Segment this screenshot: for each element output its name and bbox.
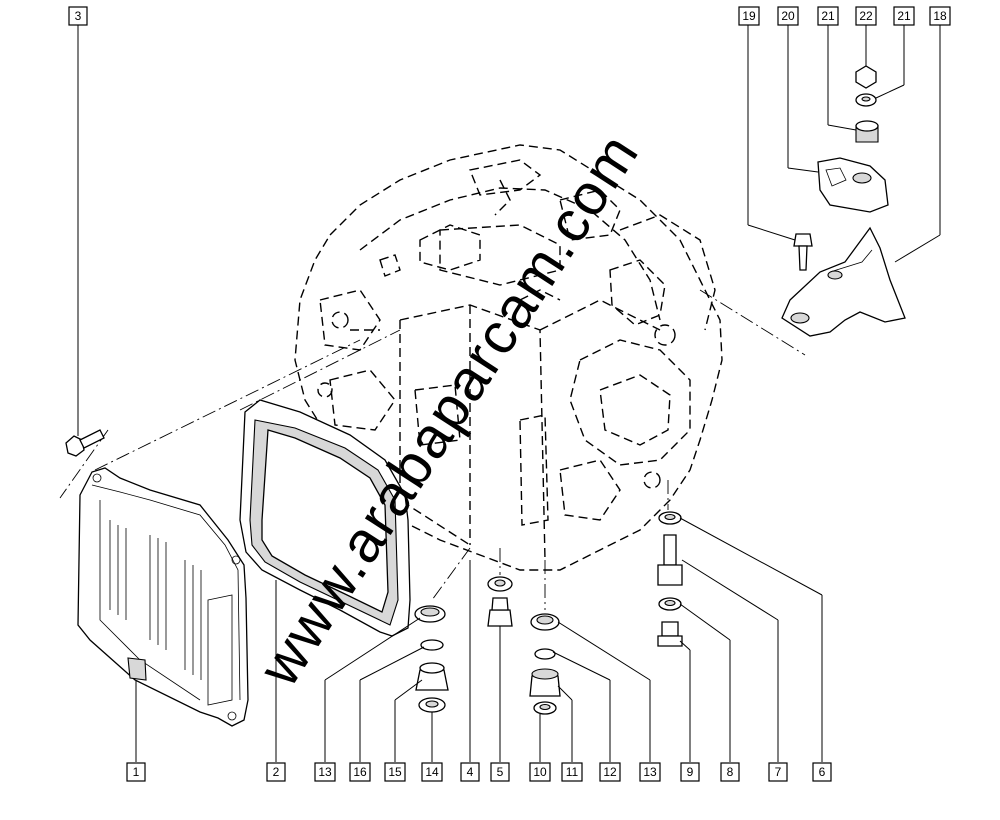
callout-13b: 13 — [639, 762, 661, 782]
callout-4-text: 4 — [467, 765, 474, 779]
callout-18-text: 19 — [742, 9, 756, 23]
callout-3-text: 3 — [75, 9, 82, 23]
callout-21: 21 — [893, 6, 915, 26]
callout-12-text: 12 — [603, 765, 617, 779]
callout-19-text: 20 — [781, 9, 795, 23]
part-washer-21 — [855, 93, 877, 107]
callout-9-text: 9 — [687, 765, 694, 779]
callout-11-text: 11 — [566, 765, 579, 779]
part-gasket — [239, 399, 411, 637]
callout-5: 5 — [490, 762, 510, 782]
part-plug-15 — [415, 662, 449, 691]
part-bracket-19 — [817, 157, 889, 213]
callout-19: 20 — [777, 6, 799, 26]
callout-10-text: 10 — [533, 765, 547, 779]
assembly-axis-lines — [59, 289, 806, 610]
callout-8-text: 8 — [727, 765, 734, 779]
callout-22: 22 — [855, 6, 877, 26]
part-drain-plug-5 — [487, 597, 513, 627]
callout-1-text: 1 — [133, 765, 140, 779]
part-plug-9 — [657, 621, 683, 647]
callout-2-text: 2 — [273, 765, 280, 779]
callout-15: 15 — [384, 762, 406, 782]
callout-10: 10 — [529, 762, 551, 782]
callout-9: 9 — [680, 762, 700, 782]
callout-17: 18 — [929, 6, 951, 26]
callout-20: 21 — [817, 6, 839, 26]
part-bolt-3 — [65, 429, 105, 457]
callout-14-text: 14 — [425, 765, 439, 779]
part-sensor-7 — [657, 534, 683, 586]
callout-13a-text: 13 — [318, 765, 332, 779]
callout-12: 12 — [599, 762, 621, 782]
callout-22-text: 22 — [859, 9, 873, 23]
callout-3: 3 — [68, 6, 88, 26]
callout-13b-text: 13 — [643, 765, 657, 779]
transmission-housing-outline — [294, 144, 723, 571]
callout-21-text: 21 — [897, 9, 911, 23]
callout-6: 6 — [812, 762, 832, 782]
callout-2: 2 — [266, 762, 286, 782]
callout-18: 19 — [738, 6, 760, 26]
callout-13a: 13 — [314, 762, 336, 782]
oil-pan-ribs — [109, 520, 233, 706]
callout-1: 1 — [126, 762, 146, 782]
part-nut-22 — [855, 65, 877, 89]
callout-7-text: 7 — [775, 765, 782, 779]
callout-8: 8 — [720, 762, 740, 782]
part-washer-6 — [658, 511, 682, 525]
callout-14: 14 — [421, 762, 443, 782]
part-plug-11 — [529, 668, 561, 697]
callout-7: 7 — [768, 762, 788, 782]
part-washer-10 — [533, 701, 557, 715]
callout-labels: 3 19 20 21 22 21 18 1 2 13 16 15 14 4 5 … — [68, 6, 951, 782]
leader-lines — [77, 25, 941, 762]
part-seal-13a — [414, 605, 446, 623]
part-bolt-18 — [793, 233, 813, 271]
callout-16: 16 — [349, 762, 371, 782]
callout-16-text: 16 — [353, 765, 367, 779]
part-o-ring-16 — [420, 639, 444, 651]
callout-17-text: 18 — [933, 9, 947, 23]
part-bush-20 — [855, 120, 879, 143]
callout-11: 11 — [561, 762, 583, 782]
callout-15-text: 15 — [388, 765, 402, 779]
callout-6-text: 6 — [819, 765, 826, 779]
part-washer-14 — [418, 697, 446, 713]
callout-4: 4 — [460, 762, 480, 782]
callout-20-text: 21 — [821, 9, 835, 23]
part-washer-4 — [487, 576, 513, 592]
part-o-ring-12 — [534, 648, 556, 660]
part-seal-13b — [530, 613, 560, 631]
part-support-17 — [781, 226, 906, 337]
watermark-text: www.arabaparcam.com — [246, 122, 652, 698]
callout-5-text: 5 — [497, 765, 504, 779]
part-washer-8 — [658, 597, 682, 611]
part-oil-pan-cover — [77, 467, 249, 727]
